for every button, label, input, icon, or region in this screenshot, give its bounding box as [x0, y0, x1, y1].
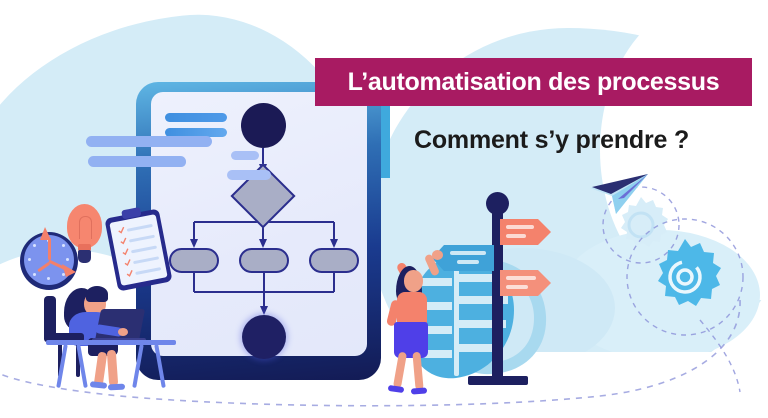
light-bulb-filament — [79, 216, 92, 239]
chair-back — [44, 296, 56, 340]
clock-hour-hand — [37, 261, 51, 273]
gear-icon-main — [658, 239, 721, 306]
tablet-text-line-2 — [165, 128, 227, 137]
pointing-woman-shoe — [410, 387, 428, 395]
light-bulb-glass — [67, 204, 102, 248]
pointing-woman-hand — [432, 250, 443, 260]
headline-subtitle: Comment s’y prendre ? — [414, 126, 690, 154]
check-icon — [124, 259, 131, 267]
checklist-clipboard — [104, 206, 173, 292]
headline-title: L’automatisation des processus — [347, 67, 720, 96]
chair-seat — [44, 333, 84, 342]
flowchart-task-node-3 — [309, 248, 359, 273]
clipboard-paper — [109, 214, 168, 286]
flowchart-end-node — [242, 315, 286, 359]
wall-clock — [20, 232, 78, 290]
desk-surface — [46, 340, 176, 345]
check-icon — [126, 270, 133, 277]
light-bulb-base — [78, 250, 91, 263]
signpost-base — [468, 376, 528, 385]
headline-banner: L’automatisation des processus — [315, 58, 752, 106]
signpost-pole — [492, 203, 503, 378]
check-icon — [122, 248, 129, 256]
worker-hand — [118, 328, 128, 336]
paper-plane-icon — [590, 174, 648, 214]
worker-shoe — [107, 383, 126, 391]
tablet-text-line-5 — [227, 170, 271, 180]
flowchart-task-node-1 — [169, 248, 219, 273]
light-bulb-neck — [78, 244, 91, 251]
worker-hair-top — [86, 286, 108, 302]
flowchart-task-node-2 — [239, 248, 289, 273]
accent-bar-vertical — [379, 100, 390, 178]
tablet-overflow-bar-2 — [88, 156, 186, 167]
tablet-text-line-4 — [231, 151, 259, 160]
pointing-woman-top — [397, 292, 427, 326]
check-icon — [120, 237, 127, 245]
tablet-overflow-bar-1 — [86, 136, 212, 147]
check-icon — [118, 226, 125, 234]
tablet-text-line-1 — [165, 113, 227, 122]
flowchart-start-node — [241, 103, 286, 148]
clock-face — [24, 235, 74, 285]
pointing-woman-head — [404, 270, 423, 292]
clock-minute-hand — [48, 238, 51, 260]
